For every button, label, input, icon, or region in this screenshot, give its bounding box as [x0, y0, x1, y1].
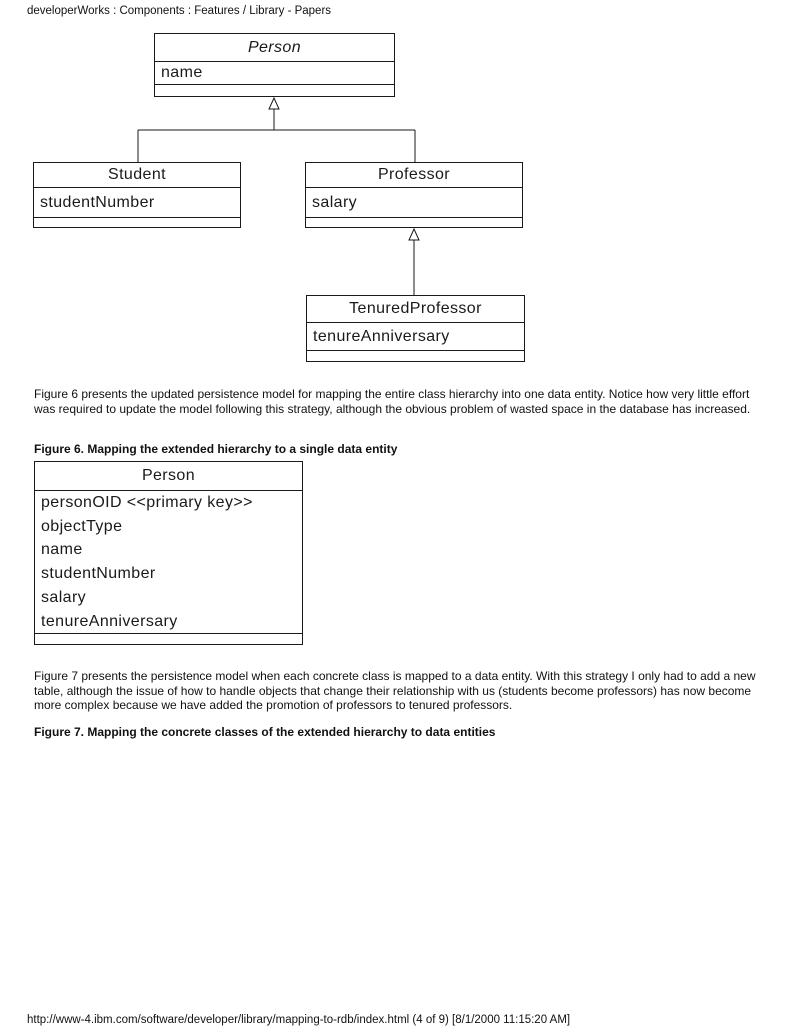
entity-attribute: personOID <<primary key>> [41, 493, 253, 511]
class-attrs-professor: salary [306, 188, 522, 218]
entity-attribute: objectType [41, 517, 123, 535]
entity-attribute: tenureAnniversary [41, 612, 178, 630]
class-title-professor: Professor [306, 163, 522, 188]
class-box-student: Student studentNumber [33, 162, 241, 228]
entity-attribute: salary [41, 589, 87, 607]
class-title-student: Student [34, 163, 240, 188]
class-box-person: Person name [154, 33, 395, 97]
figure6-heading: Figure 6. Mapping the extended hierarchy… [34, 442, 398, 456]
figure7-heading: Figure 7. Mapping the concrete classes o… [34, 725, 496, 739]
class-attribute: name [161, 64, 203, 81]
class-attrs-student: studentNumber [34, 188, 240, 218]
entity-attribute: name [41, 541, 83, 559]
entity-attribute: studentNumber [41, 565, 156, 583]
class-box-professor: Professor salary [305, 162, 523, 228]
entity-attrs-person: personOID <<primary key>> objectType nam… [35, 491, 302, 634]
paragraph-figure6: Figure 6 presents the updated persistenc… [34, 387, 751, 416]
class-title-tenured-professor: TenuredProfessor [307, 296, 524, 323]
footer-url: http://www-4.ibm.com/software/developer/… [27, 1014, 571, 1026]
inheritance-triangle-icon [408, 227, 420, 241]
inheritance-triangle-icon [268, 96, 280, 110]
class-title-person: Person [155, 34, 394, 62]
class-attribute: tenureAnniversary [313, 327, 450, 345]
entity-title-person: Person [35, 462, 302, 491]
entity-box-person: Person personOID <<primary key>> objectT… [34, 461, 303, 645]
class-attrs-person: name [155, 62, 394, 85]
paragraph-figure7: Figure 7 presents the persistence model … [34, 669, 756, 713]
class-box-tenured-professor: TenuredProfessor tenureAnniversary [306, 295, 525, 362]
class-attribute: studentNumber [40, 193, 155, 211]
class-attribute: salary [312, 193, 358, 211]
class-attrs-tenured-professor: tenureAnniversary [307, 323, 524, 351]
page-header-breadcrumb: developerWorks : Components : Features /… [27, 5, 332, 17]
